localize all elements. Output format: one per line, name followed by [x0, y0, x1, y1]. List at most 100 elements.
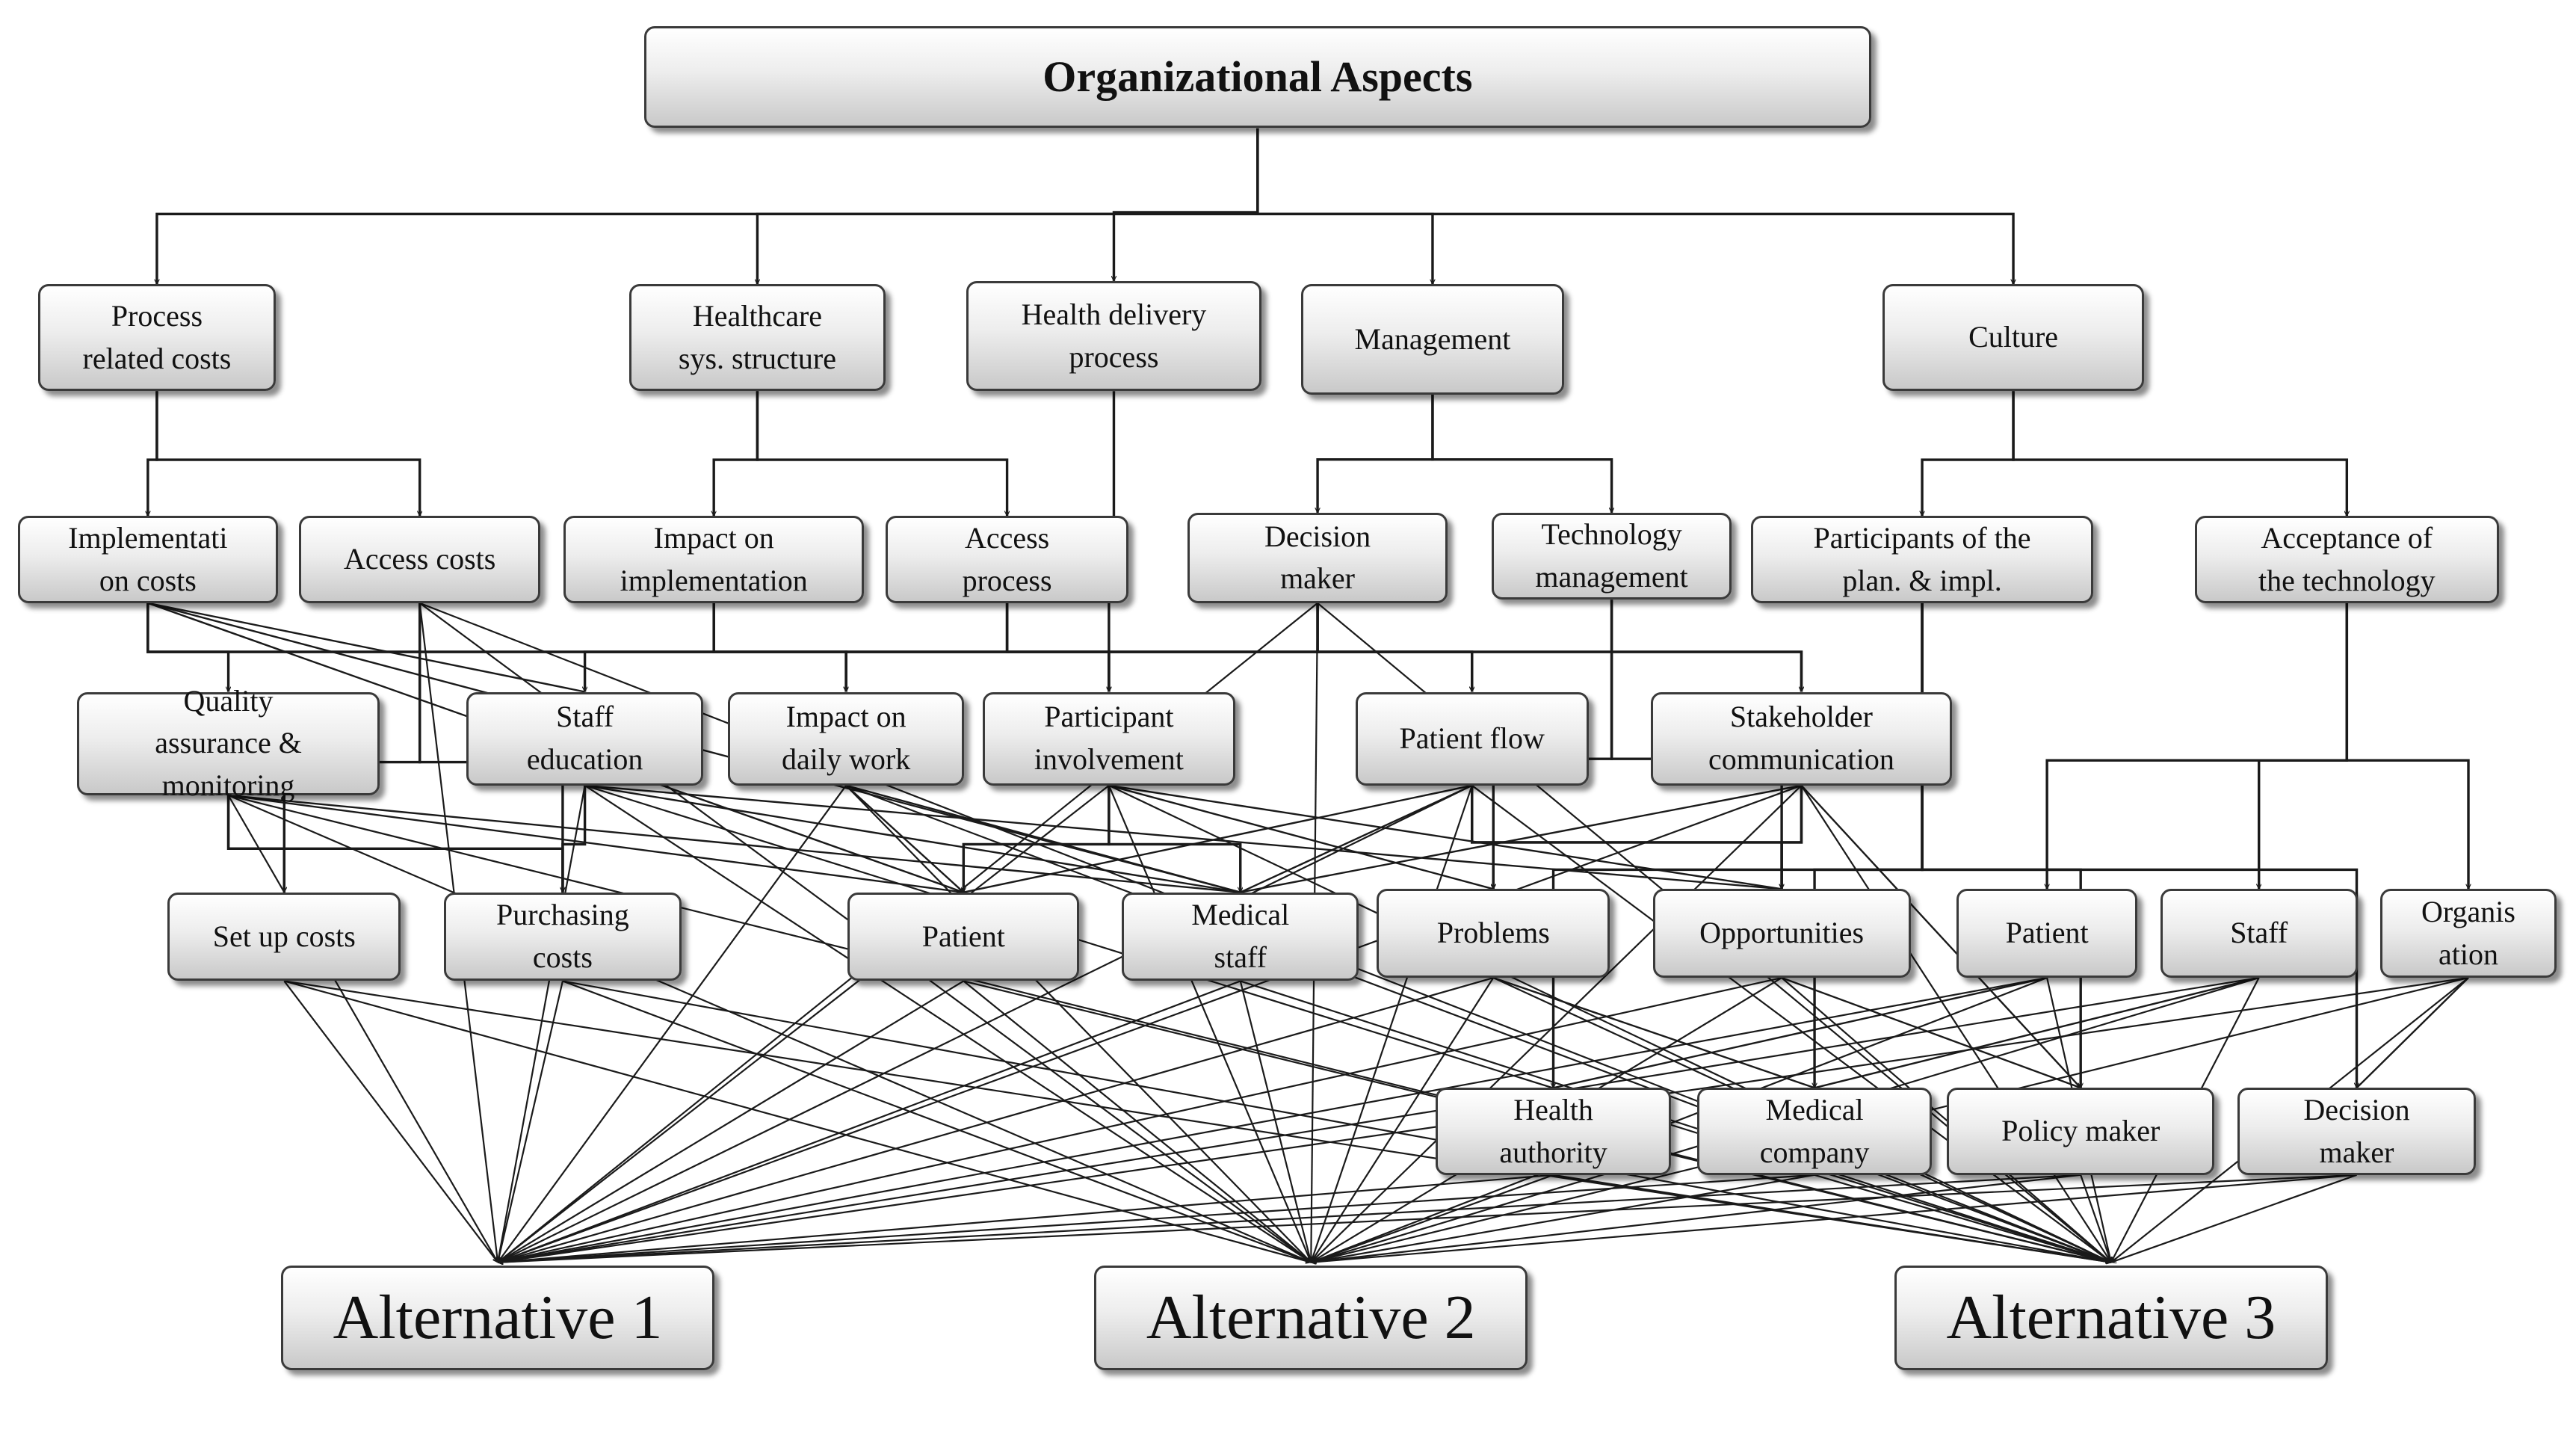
edge-participants_plan-to-medical_company — [1814, 602, 1924, 1088]
edge-problems-to-alt2 — [1310, 977, 1495, 1263]
edge-impact_daily_work-to-medical_staff — [845, 784, 1241, 893]
edge-impact_daily_work-to-alt2 — [845, 785, 1311, 1263]
node-alt1: Alternative 1 — [280, 1265, 715, 1371]
node-staff-right: Staff — [2160, 889, 2358, 978]
edge-patient_mid-to-alt1 — [498, 980, 964, 1263]
node-problems: Problems — [1377, 889, 1610, 978]
edge-setup_costs-to-alt2 — [284, 980, 1311, 1262]
edge-health_authority-to-alt2 — [1311, 1174, 1554, 1263]
edge-decision_maker_mgmt-to-stakeholder_communication — [1316, 602, 1801, 692]
edge-patient_flow-to-alt2 — [1311, 785, 1473, 1263]
edge-opportunities-to-alt3 — [1781, 977, 2111, 1263]
edge-purchasing_costs-to-alt3 — [562, 980, 2111, 1262]
edge-medical_staff-to-alt3 — [1240, 980, 2111, 1262]
node-patient-flow: Patient flow — [1355, 691, 1589, 786]
node-alt2: Alternative 2 — [1094, 1265, 1528, 1371]
node-organisation: Organis ation — [2380, 889, 2557, 978]
node-root: Organizational Aspects — [643, 26, 1871, 129]
edge-medical_company-to-alt1 — [498, 1174, 1815, 1263]
edge-staff_education-to-opportunities — [584, 784, 1782, 890]
node-health-delivery: Health delivery process — [966, 280, 1262, 392]
edge-participant_involvement-to-opportunities — [1108, 784, 1782, 890]
edge-management-to-technology_management — [1431, 394, 1612, 513]
node-implementation-costs: Implementati on costs — [18, 516, 278, 603]
edge-stakeholder_communication-to-alt3 — [1800, 785, 2112, 1263]
edge-medical_company-to-alt2 — [1311, 1174, 1815, 1263]
node-management: Management — [1301, 284, 1564, 395]
node-quality-assurance: Quality assurance & monitoring — [77, 684, 380, 802]
edge-participants_plan-to-decision_maker_part — [1921, 602, 2356, 1088]
edge-purchasing_costs-to-alt1 — [498, 981, 564, 1262]
edge-implementation_costs-to-impact_daily_work — [146, 602, 846, 692]
edge-participant_involvement-to-problems — [1108, 784, 1494, 890]
node-impact-implementation: Impact on implementation — [563, 516, 865, 603]
edge-medical_staff-to-alt2 — [1239, 981, 1312, 1262]
edge-decision_maker_mgmt-to-participant_involvement — [1109, 602, 1319, 692]
edge-problems-to-alt1 — [498, 976, 1494, 1263]
edge-process_costs-to-access_costs — [155, 391, 420, 517]
edge-staff_education-to-medical_staff — [584, 784, 1241, 893]
edge-impact_implementation-to-staff_education — [585, 602, 715, 692]
edge-patient_right-to-alt2 — [1311, 976, 2048, 1263]
edge-participant_involvement-to-medical_staff — [1108, 785, 1241, 893]
edge-setup_costs-to-alt1 — [283, 980, 498, 1262]
node-opportunities: Opportunities — [1652, 889, 1911, 978]
edge-impact_implementation-to-impact_daily_work — [712, 602, 846, 692]
edge-patient_mid-to-alt2 — [963, 980, 1311, 1263]
node-setup-costs: Set up costs — [167, 892, 401, 981]
edge-stakeholder_communication-to-opportunities — [1782, 785, 1803, 890]
node-participants-plan: Participants of the plan. & impl. — [1751, 516, 2093, 603]
node-medical-staff: Medical staff — [1122, 892, 1359, 981]
edge-patient_flow-to-alt3 — [1471, 784, 2111, 1263]
node-staff-education: Staff education — [466, 691, 703, 786]
edge-root-to-health_delivery — [1114, 128, 1259, 281]
edge-purchasing_costs-to-alt2 — [562, 980, 1311, 1262]
edge-patient_flow-to-medical_staff — [1240, 784, 1473, 893]
edge-impact_implementation-to-participant_involvement — [712, 602, 1109, 692]
edge-quality_assurance-to-alt1 — [227, 795, 499, 1263]
edge-health_authority-to-alt1 — [498, 1174, 1554, 1263]
edge-access_process-to-impact_daily_work — [846, 602, 1009, 692]
edge-participant_involvement-to-alt2 — [1108, 785, 1311, 1263]
edge-policy_maker-to-alt3 — [2080, 1174, 2111, 1263]
edge-culture-to-acceptance_technology — [2012, 391, 2347, 517]
edge-impact_daily_work-to-alt1 — [497, 785, 847, 1263]
edge-patient_flow-to-alt1 — [498, 784, 1473, 1263]
edge-staff_education-to-alt1 — [498, 785, 586, 1263]
edge-quality_assurance-to-alt3 — [228, 794, 2111, 1263]
node-medical-company: Medical company — [1696, 1088, 1933, 1175]
node-participant-involvement: Participant involvement — [982, 691, 1236, 786]
edge-medical_company-to-alt3 — [1814, 1174, 2111, 1263]
node-patient-mid: Patient — [847, 892, 1080, 981]
edge-culture-to-participants_plan — [1922, 391, 2015, 517]
edge-impact_daily_work-to-alt3 — [845, 784, 2111, 1263]
node-decision-maker-mgmt: Decision maker — [1187, 512, 1448, 603]
edge-root-to-management — [1256, 128, 1433, 285]
edge-access_process-to-patient_flow — [1005, 602, 1472, 692]
node-stakeholder-communication: Stakeholder communication — [1651, 691, 1952, 786]
edge-decision_maker_mgmt-to-patient_flow — [1316, 602, 1472, 692]
edge-quality_assurance-to-purchasing_costs — [226, 795, 563, 893]
edge-staff_education-to-alt2 — [584, 784, 1312, 1263]
edge-decision_maker_part-to-alt1 — [498, 1174, 2357, 1263]
edge-management-to-decision_maker_mgmt — [1318, 394, 1434, 513]
node-acceptance-technology: Acceptance of the technology — [2194, 516, 2499, 603]
edge-health_authority-to-alt3 — [1553, 1174, 2111, 1263]
edge-quality_assurance-to-alt2 — [228, 794, 1312, 1263]
edge-medical_staff-to-alt1 — [498, 980, 1241, 1262]
node-purchasing-costs: Purchasing costs — [443, 892, 682, 981]
edge-opportunities-to-alt1 — [498, 976, 1782, 1263]
edge-patient_flow-to-opportunities — [1471, 785, 1782, 890]
edge-staff_right-to-alt1 — [498, 976, 2259, 1263]
edge-healthcare_structure-to-access_process — [756, 391, 1007, 517]
edge-problems-to-medical_company — [1492, 976, 1815, 1089]
node-healthcare-structure: Healthcare sys. structure — [628, 284, 886, 392]
edge-healthcare_structure-to-impact_implementation — [714, 391, 759, 517]
node-patient-right: Patient — [1956, 889, 2138, 978]
edge-stakeholder_communication-to-alt2 — [1311, 785, 1803, 1263]
edge-impact_daily_work-to-patient_mid — [845, 784, 965, 893]
edge-staff_education-to-alt3 — [584, 784, 2111, 1263]
edge-participant_involvement-to-alt1 — [498, 784, 1110, 1263]
edge-patient_flow-to-patient_mid — [963, 784, 1472, 893]
